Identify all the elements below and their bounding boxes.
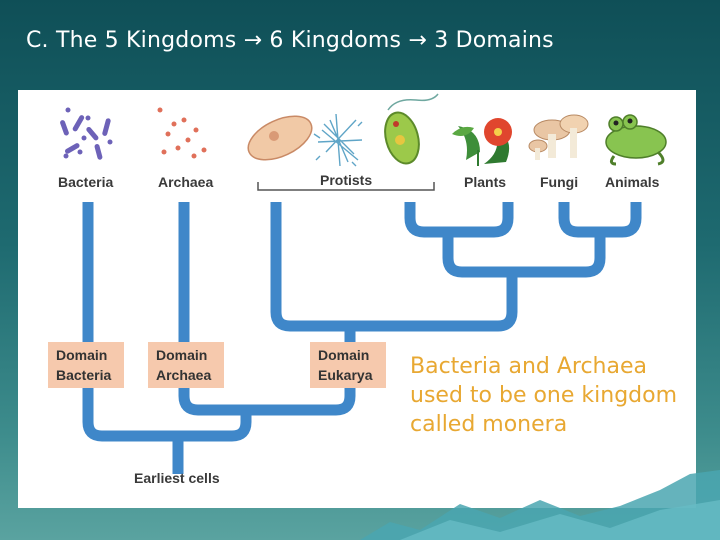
domain-archaea-line2: Archaea: [156, 367, 212, 383]
branch-multicellular: [442, 232, 606, 278]
branch-archaea-eukarya: [178, 202, 356, 416]
domain-box-archaea: Domain Archaea: [148, 342, 224, 388]
protists-bracket: [257, 182, 435, 191]
domain-archaea-line1: Domain: [156, 347, 208, 363]
organism-label-bacteria: Bacteria: [58, 174, 114, 190]
organism-label-archaea: Archaea: [158, 174, 214, 190]
branch-plants-fungi: [404, 202, 514, 238]
plant-icon: [452, 118, 512, 166]
organism-label-protists: Protists: [320, 172, 373, 188]
fungi-icon: [528, 114, 589, 160]
tree-diagram-panel: Bacteria Archaea Protists Plants Fungi A…: [18, 90, 696, 508]
organism-label-fungi: Fungi: [540, 174, 579, 190]
domain-box-eukarya: Domain Eukarya: [310, 342, 386, 388]
branch-bacteria-join: [82, 202, 252, 442]
domain-box-bacteria: Domain Bacteria: [48, 342, 124, 388]
phylogenetic-tree: [60, 93, 667, 474]
monera-note: Bacteria and Archaea used to be one king…: [410, 354, 678, 437]
protists-icon: [247, 93, 439, 167]
branch-fungi-animals: [558, 202, 642, 238]
domain-eukarya-line2: Eukarya: [318, 367, 373, 383]
domain-bacteria-line2: Bacteria: [56, 367, 112, 383]
mountains-decoration: [360, 470, 720, 540]
organism-label-plants: Plants: [464, 174, 507, 190]
root-label: Earliest cells: [134, 470, 220, 486]
slide-title: C. The 5 Kingdoms → 6 Kingdoms → 3 Domai…: [26, 28, 554, 53]
bacteria-icon: [60, 107, 113, 160]
archaea-icon: [157, 107, 207, 159]
frog-icon: [605, 114, 667, 166]
organism-label-animals: Animals: [605, 174, 660, 190]
domain-eukarya-line1: Domain: [318, 347, 370, 363]
branch-protists-join: [270, 202, 518, 332]
domain-bacteria-line1: Domain: [56, 347, 108, 363]
